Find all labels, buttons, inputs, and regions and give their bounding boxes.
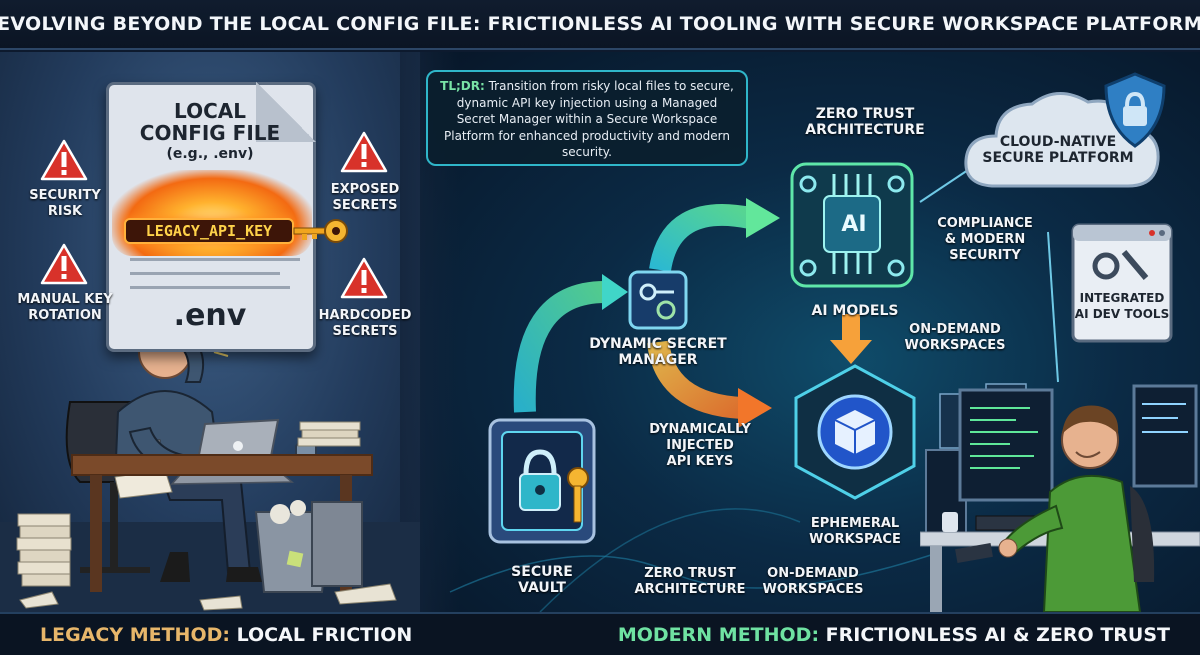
vault-line-1: SECURE — [511, 564, 573, 580]
on-demand-label-top: ON-DEMAND WORKSPACES — [900, 322, 1010, 354]
on-demand-bottom-line-2: WORKSPACES — [762, 582, 864, 597]
tools-line-1: INTEGRATED — [1079, 291, 1165, 305]
security-risk-line-2: RISK — [47, 204, 83, 219]
on-demand-label-bottom: ON-DEMAND WORKSPACES — [758, 566, 868, 598]
shield-lock-icon — [1104, 72, 1166, 148]
exposed-line-1: EXPOSED — [330, 182, 400, 197]
key-icon — [293, 219, 348, 243]
injected-line-2: INJECTED — [666, 438, 734, 453]
modern-method-suffix: FRICTIONLESS AI & ZERO TRUST — [819, 624, 1170, 646]
page-title: EVOLVING BEYOND THE LOCAL CONFIG FILE: F… — [0, 13, 1200, 35]
warning-triangle-icon — [340, 131, 388, 173]
warning-triangle-icon — [40, 243, 88, 285]
vault-line-2: VAULT — [518, 580, 566, 596]
injected-keys-label: DYNAMICALLY INJECTED API KEYS — [640, 422, 760, 470]
legacy-api-key-text: LEGACY_API_KEY — [145, 222, 273, 240]
integrated-tools-label: INTEGRATED AI DEV TOOLS — [1070, 290, 1174, 322]
zero-trust-label-bottom: ZERO TRUST ARCHITECTURE — [630, 566, 750, 598]
tldr-box: TL;DR: Transition from risky local files… — [426, 70, 748, 166]
config-title-line-1: LOCAL — [174, 99, 246, 123]
tldr-label: TL;DR: — [440, 79, 485, 93]
on-demand-top-line-1: ON-DEMAND — [909, 322, 1001, 337]
ephemeral-workspace-label: EPHEMERAL WORKSPACE — [795, 516, 915, 548]
warning-triangle-icon — [40, 139, 88, 181]
file-line — [130, 286, 290, 289]
ephemeral-workspace-icon — [794, 364, 916, 500]
compliance-line-2: & MODERN — [944, 232, 1026, 247]
warning-triangle-icon — [340, 257, 388, 299]
secure-vault-icon — [488, 418, 596, 544]
secure-vault-label: SECURE VAULT — [486, 564, 598, 596]
secret-manager-line-2: MANAGER — [618, 352, 698, 368]
compliance-line-3: SECURITY — [949, 248, 1021, 263]
secret-manager-line-1: DYNAMIC SECRET — [589, 336, 727, 352]
manual-key-rotation-label: MANUAL KEY ROTATION — [10, 292, 120, 324]
modern-method-prefix: MODERN METHOD: — [617, 624, 820, 646]
legacy-method-caption: LEGACY METHOD: LOCAL FRICTION — [40, 624, 412, 646]
legacy-method-suffix: LOCAL FRICTION — [229, 624, 413, 646]
ephemeral-line-1: EPHEMERAL — [810, 516, 900, 531]
legacy-method-prefix: LEGACY METHOD: — [40, 624, 230, 646]
hardcoded-line-2: SECRETS — [332, 324, 398, 339]
compliance-label: COMPLIANCE & MODERN SECURITY — [930, 216, 1040, 264]
on-demand-bottom-line-1: ON-DEMAND — [767, 566, 859, 581]
modern-method-caption: MODERN METHOD: FRICTIONLESS AI & ZERO TR… — [618, 624, 1170, 646]
zero-trust-bottom-line-2: ARCHITECTURE — [634, 582, 746, 597]
paper-stack-icon — [16, 513, 72, 587]
footer-bar: LEGACY METHOD: LOCAL FRICTION MODERN MET… — [0, 612, 1200, 655]
security-risk-label: SECURITY RISK — [10, 188, 120, 220]
compliance-line-1: COMPLIANCE — [937, 216, 1033, 231]
happy-developer-illustration — [998, 405, 1155, 612]
security-risk-line-1: SECURITY — [29, 188, 101, 203]
env-file-label: .env — [173, 298, 247, 333]
config-file-title: LOCAL CONFIG FILE — [120, 100, 300, 144]
ai-chip-icon — [790, 162, 914, 288]
frustrated-developer-illustration — [0, 313, 420, 612]
title-bar: EVOLVING BEYOND THE LOCAL CONFIG FILE: F… — [0, 0, 1200, 50]
secret-manager-icon — [628, 270, 688, 330]
injected-line-1: DYNAMICALLY — [649, 422, 751, 437]
config-file-subtitle: (e.g., .env) — [166, 146, 254, 162]
tools-line-2: AI DEV TOOLS — [1074, 307, 1170, 321]
tldr-text: Transition from risky local files to sec… — [444, 79, 734, 159]
legacy-api-key-badge: LEGACY_API_KEY — [124, 218, 294, 244]
file-line — [130, 272, 280, 275]
on-demand-top-line-2: WORKSPACES — [904, 338, 1006, 353]
zero-trust-top-line-1: ZERO TRUST — [815, 106, 915, 122]
cloud-line-2: SECURE PLATFORM — [982, 150, 1134, 166]
zero-trust-bottom-line-1: ZERO TRUST — [644, 566, 736, 581]
manual-rotation-line-2: ROTATION — [28, 308, 102, 323]
ai-chip-text: AI — [841, 212, 867, 237]
secret-manager-label: DYNAMIC SECRET MANAGER — [578, 336, 738, 368]
exposed-line-2: SECRETS — [332, 198, 398, 213]
cloud-line-1: CLOUD-NATIVE — [999, 134, 1117, 150]
developer-workstation-illustration — [920, 383, 1200, 612]
hardcoded-line-1: HARDCODED — [318, 308, 412, 323]
config-file-fold — [256, 82, 316, 142]
integrated-tools-window — [1071, 223, 1173, 343]
secret-flow-arrows — [449, 161, 1059, 612]
zero-trust-label-top: ZERO TRUST ARCHITECTURE — [800, 106, 930, 138]
injected-line-3: API KEYS — [666, 454, 734, 469]
ai-models-label: AI MODELS — [811, 303, 899, 319]
cloud-native-label: CLOUD-NATIVE SECURE PLATFORM — [968, 134, 1148, 166]
zero-trust-top-line-2: ARCHITECTURE — [805, 122, 925, 138]
config-title-line-2: CONFIG FILE — [139, 121, 281, 145]
manual-rotation-line-1: MANUAL KEY — [17, 292, 113, 307]
hardcoded-secrets-label: HARDCODED SECRETS — [310, 308, 420, 340]
exposed-secrets-label: EXPOSED SECRETS — [310, 182, 420, 214]
ephemeral-line-2: WORKSPACE — [809, 532, 901, 547]
file-line — [130, 258, 300, 261]
